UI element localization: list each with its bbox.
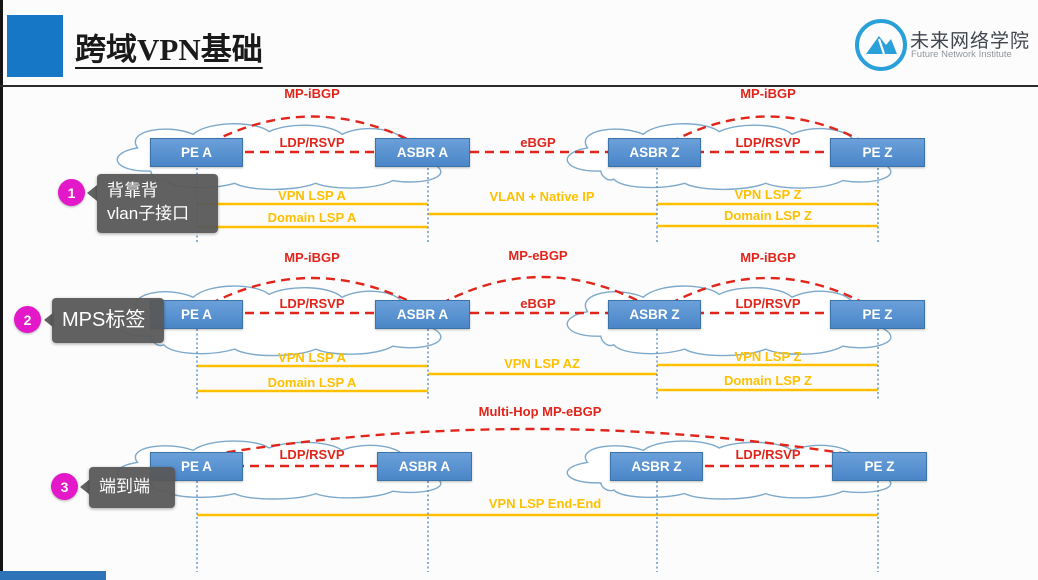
row2-arc-left-label: MP-iBGP bbox=[284, 250, 340, 265]
row3-link-right-label: LDP/RSVP bbox=[735, 447, 801, 462]
row3-node-pe-z: PE Z bbox=[832, 452, 927, 481]
callout3-notch bbox=[80, 479, 90, 495]
institute-name-en: Future Network Institute bbox=[911, 49, 1012, 60]
row1-lsp-right2-label: Domain LSP Z bbox=[724, 208, 812, 223]
row2-node-asbr-a: ASBR A bbox=[375, 300, 470, 329]
row2-lsp-left1-label: VPN LSP A bbox=[278, 350, 346, 365]
row3-arc-mid-label: Multi-Hop MP-eBGP bbox=[478, 404, 602, 419]
row1-lsp-mid-label: VLAN + Native IP bbox=[489, 189, 595, 204]
lsp-lines bbox=[197, 202, 878, 517]
row1-node-asbr-z: ASBR Z bbox=[608, 138, 701, 167]
callout3-line1: 端到端 bbox=[99, 477, 150, 497]
callout1-number-badge: 1 bbox=[58, 179, 85, 206]
row2-lsp-mid-label: VPN LSP AZ bbox=[504, 356, 580, 371]
callout1-line2: vlan子接口 bbox=[107, 203, 190, 223]
row2-link-mid-label: eBGP bbox=[520, 296, 556, 311]
institute-name-cn: 未来网络学院 bbox=[910, 31, 1031, 52]
row2-node-pe-a: PE A bbox=[150, 300, 243, 329]
row1-node-pe-z: PE Z bbox=[830, 138, 925, 167]
callout1-box: 背靠背 vlan子接口 bbox=[97, 174, 218, 233]
row3-node-asbr-z: ASBR Z bbox=[610, 452, 703, 481]
row1-link-mid-label: eBGP bbox=[520, 135, 556, 150]
footer-accent-bar bbox=[0, 571, 106, 580]
callout2-box: MPS标签 bbox=[52, 298, 164, 343]
row3-node-asbr-a: ASBR A bbox=[377, 452, 472, 481]
row1-lsp-right1-label: VPN LSP Z bbox=[734, 187, 802, 202]
row3-link-left-label: LDP/RSVP bbox=[279, 447, 345, 462]
callout2-number-badge: 2 bbox=[14, 306, 41, 333]
slide-left-border bbox=[0, 0, 3, 580]
callout1-line1: 背靠背 bbox=[107, 181, 158, 200]
row1-arc-left-label: MP-iBGP bbox=[284, 86, 340, 101]
page-title: 跨域VPN基础 bbox=[75, 32, 263, 67]
row1-link-right-label: LDP/RSVP bbox=[735, 135, 801, 150]
callout3-box: 端到端 bbox=[89, 467, 175, 508]
row2-lsp-right1-label: VPN LSP Z bbox=[734, 349, 802, 364]
callout2-line1: MPS标签 bbox=[62, 309, 146, 331]
row1-lsp-left1-label: VPN LSP A bbox=[278, 188, 346, 203]
row2-arc-mid-label: MP-eBGP bbox=[508, 248, 568, 263]
row3-lsp-mid-label: VPN LSP End-End bbox=[488, 496, 602, 511]
row1-link-left-label: LDP/RSVP bbox=[279, 135, 345, 150]
row2-link-left-label: LDP/RSVP bbox=[279, 296, 345, 311]
institute-logo-icon bbox=[855, 19, 907, 71]
row2-node-pe-z: PE Z bbox=[830, 300, 925, 329]
callout2-notch bbox=[44, 312, 54, 328]
header-divider bbox=[0, 85, 1038, 87]
row1-node-asbr-a: ASBR A bbox=[375, 138, 470, 167]
callout3-number-badge: 3 bbox=[51, 473, 78, 500]
node-guide-lines bbox=[196, 168, 879, 572]
title-accent-square bbox=[7, 15, 63, 77]
row2-node-asbr-z: ASBR Z bbox=[608, 300, 701, 329]
row2-lsp-right2-label: Domain LSP Z bbox=[724, 373, 812, 388]
row1-lsp-left2-label: Domain LSP A bbox=[267, 210, 357, 225]
row1-arc-right-label: MP-iBGP bbox=[740, 86, 796, 101]
row2-link-right-label: LDP/RSVP bbox=[735, 296, 801, 311]
callout1-notch bbox=[87, 185, 97, 201]
row3-node-pe-a: PE A bbox=[150, 452, 243, 481]
row2-arc-right-label: MP-iBGP bbox=[740, 250, 796, 265]
row1-node-pe-a: PE A bbox=[150, 138, 243, 167]
row2-lsp-left2-label: Domain LSP A bbox=[267, 375, 357, 390]
